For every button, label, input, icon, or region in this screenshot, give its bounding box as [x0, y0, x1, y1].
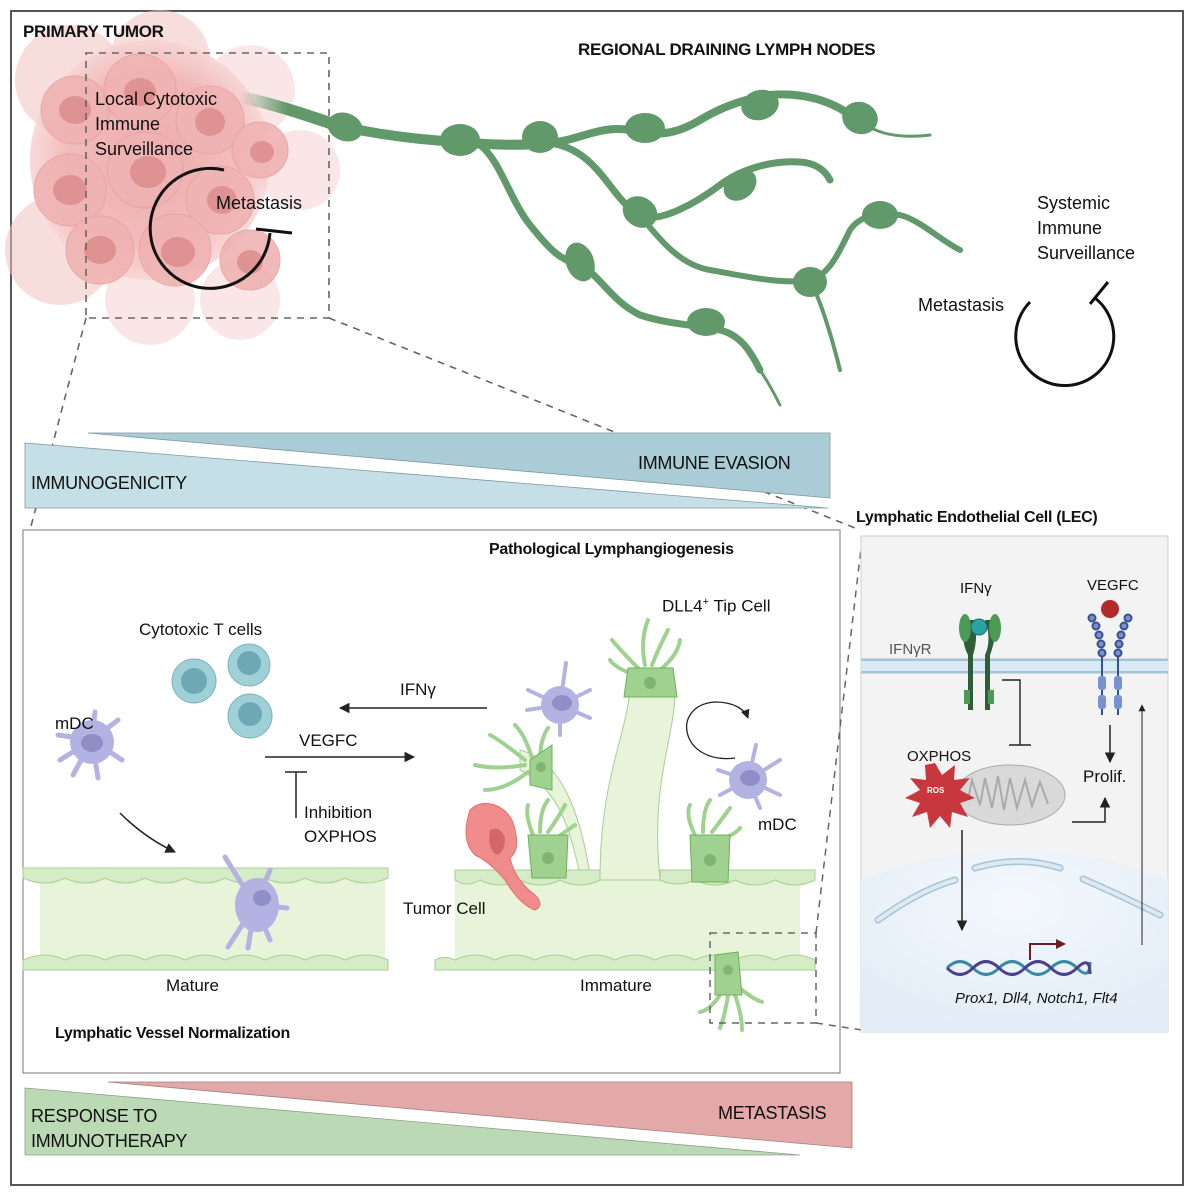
immature-lymphatic-vessel — [434, 689, 816, 971]
metastasis-wedge — [107, 1081, 853, 1149]
ros-burst-icon — [905, 763, 975, 828]
lec-zoom-box — [709, 539, 863, 1031]
cytotoxic-t-cells — [171, 643, 273, 739]
main-panel-frame — [22, 529, 841, 1074]
systemic-surveillance-label: Systemic Immune Surveillance — [1037, 193, 1136, 263]
immune-evasion-wedge — [87, 432, 831, 499]
lymph-nodes-title: REGIONAL DRAINING LYMPH NODES — [578, 40, 876, 59]
systemic-surveillance-cycle-icon — [1014, 281, 1116, 388]
tumor-cell-label: Tumor Cell — [403, 899, 486, 918]
immune-evasion-label: IMMUNE EVASION — [638, 453, 791, 473]
lec-panel — [860, 535, 1169, 1033]
response-to-immunotherapy-label: RESPONSE TO IMMUNOTHERAPY — [31, 1106, 188, 1151]
cytotoxic-t-cells-label: Cytotoxic T cells — [139, 620, 263, 639]
local-surveillance-cycle-icon — [148, 166, 293, 290]
mdc-cell-upper — [525, 661, 592, 737]
lec-prolif-label: Prolif. — [1083, 767, 1127, 786]
tip-cell-superscript: + — [702, 596, 710, 608]
inhibition-bar-icon — [285, 771, 307, 818]
ros-label: ROS — [927, 786, 945, 795]
ifng-arrow-label: IFNγ — [400, 680, 436, 699]
tip-cells — [473, 618, 764, 1032]
tip-cell-label: DLL4+ Tip Cell — [662, 596, 771, 617]
mdc-right-label: mDC — [758, 815, 797, 834]
figure-frame — [10, 10, 1184, 1186]
lec-target-genes-label: Prox1, Dll4, Notch1, Flt4 — [955, 990, 1118, 1007]
lec-oxphos-label: OXPHOS — [907, 748, 972, 765]
dna-icon — [945, 960, 1092, 976]
mdc-recycling-arrow — [686, 701, 750, 760]
tip-cell-label-main: DLL4 — [662, 596, 703, 616]
response-metastasis-gradient — [24, 1081, 853, 1156]
transcription-start-arrow-icon — [1029, 939, 1066, 960]
mito-to-prolif-arrow — [1072, 796, 1111, 823]
mdc-cell-right — [716, 743, 782, 810]
local-surveillance-label: Local Cytotoxic Immune Surveillance — [95, 89, 218, 159]
tumor-cell — [465, 802, 541, 911]
systemic-metastasis-label: Metastasis — [918, 295, 1005, 315]
immunogenicity-wedge — [24, 442, 829, 509]
tip-cell-left — [473, 723, 553, 792]
vegfc-arrow-label: VEGFC — [299, 731, 358, 750]
inhibition-oxphos-label: Inhibition OXPHOS — [304, 803, 377, 846]
primary-tumor-illustration — [5, 10, 340, 345]
mitochondrion-icon — [954, 764, 1066, 826]
immunogenicity-label: IMMUNOGENICITY — [31, 473, 187, 493]
tip-cell-bottom-right — [686, 798, 742, 883]
lec-ifng-label: IFNγ — [960, 580, 992, 597]
lec-panel-title: Lymphatic Endothelial Cell (LEC) — [856, 509, 1098, 526]
immature-label: Immature — [580, 976, 652, 995]
lec-ifngr-label: IFNγR — [889, 641, 932, 658]
vegfr3-receptor-icon — [1087, 600, 1133, 715]
ifngr-receptor-icon — [959, 614, 1001, 710]
mdc-migration-arrow — [119, 812, 176, 853]
cell-membrane — [861, 658, 1168, 674]
primary-tumor-title: PRIMARY TUMOR — [23, 22, 164, 41]
mdc-cell-migrating — [222, 854, 290, 951]
tip-cell-sprouting-down — [698, 951, 764, 1032]
lymph-node-chain — [234, 89, 963, 407]
ifngr-inhibits-oxphos-icon — [1002, 679, 1031, 746]
tip-cell-label-suffix: Tip Cell — [709, 596, 771, 616]
mdc-cell-left — [55, 709, 125, 781]
local-metastasis-label: Metastasis — [216, 193, 303, 213]
vessel-normalization-title: Lymphatic Vessel Normalization — [55, 1025, 290, 1042]
lec-vegfc-label: VEGFC — [1087, 577, 1139, 594]
mature-lymphatic-vessel — [22, 867, 389, 971]
immunogenicity-evasion-gradient — [24, 432, 831, 509]
pathological-lymphangiogenesis-title: Pathological Lymphangiogenesis — [489, 541, 734, 558]
response-wedge — [24, 1087, 801, 1156]
tip-cell-bottom-left — [525, 798, 577, 879]
tip-cell-top — [608, 618, 682, 698]
mature-label: Mature — [166, 976, 219, 995]
mdc-left-label: mDC — [55, 714, 94, 733]
metastasis-gradient-label: METASTASIS — [718, 1103, 827, 1123]
